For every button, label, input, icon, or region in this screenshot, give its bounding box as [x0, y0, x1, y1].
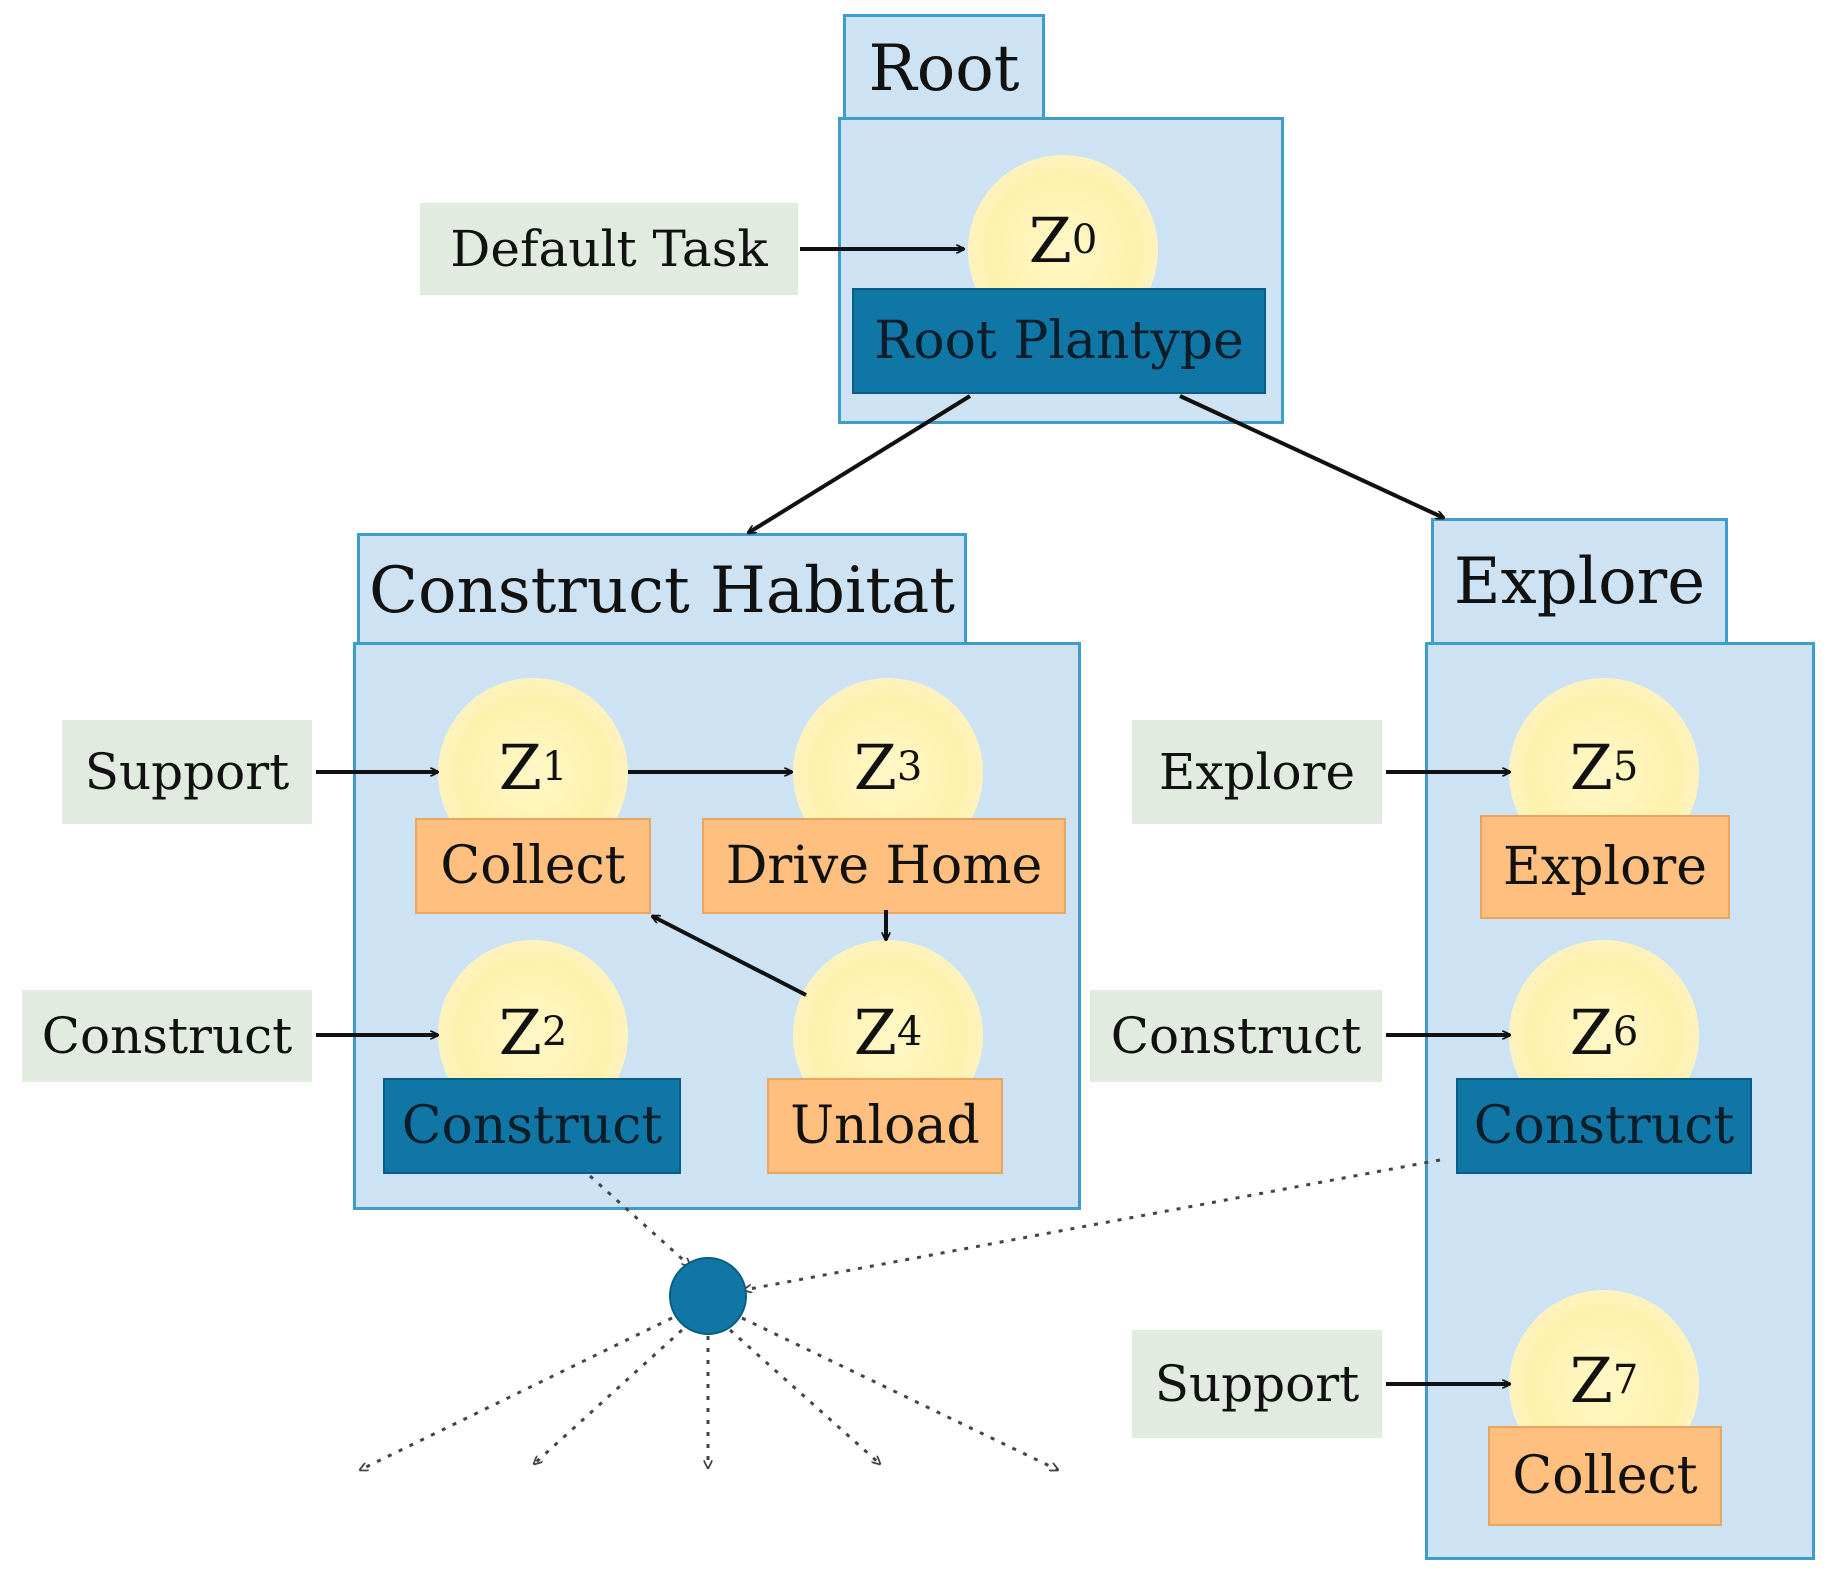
task-support-left: Support: [62, 720, 312, 824]
dotted-fanout-5: [741, 1316, 1058, 1470]
task-construct-left: Construct: [22, 990, 312, 1082]
task-label: Support: [84, 743, 290, 801]
task-construct-right: Construct: [1090, 990, 1382, 1082]
dotted-fanout-4: [729, 1328, 880, 1464]
plantype-box-z6: Construct: [1456, 1078, 1752, 1174]
behaviour-box-z4: Unload: [767, 1078, 1003, 1174]
behaviour-box-z3: Drive Home: [702, 818, 1066, 914]
plan-title-construct-habitat: Construct Habitat: [369, 553, 955, 628]
task-explore-right: Explore: [1132, 720, 1382, 824]
task-default-task: Default Task: [420, 203, 798, 295]
behaviour-box-z1: Collect: [415, 818, 651, 914]
task-label: Default Task: [450, 220, 768, 278]
plan-tab-explore: Explore: [1431, 518, 1728, 642]
sync-node: [669, 1257, 747, 1335]
plan-title-explore: Explore: [1453, 544, 1706, 619]
refinement-root-construct-habitat: [748, 394, 972, 535]
dotted-fanout-2: [534, 1328, 684, 1464]
task-support-right: Support: [1132, 1330, 1382, 1438]
plantype-box-z2: Construct: [383, 1078, 681, 1174]
behaviour-box-z5: Explore: [1480, 815, 1730, 919]
behaviour-box-z7: Collect: [1488, 1426, 1722, 1526]
task-label: Support: [1154, 1355, 1360, 1413]
plan-title-root: Root: [868, 31, 1020, 106]
refinement-root-explore: [1179, 394, 1444, 520]
task-label: Explore: [1158, 743, 1356, 801]
plan-tab-construct-habitat: Construct Habitat: [357, 533, 967, 645]
plantype-box-z0: Root Plantype: [852, 288, 1266, 394]
task-label: Construct: [41, 1007, 293, 1065]
plan-tab-root: Root: [843, 14, 1045, 120]
dotted-fanout-1: [360, 1316, 673, 1470]
dotted-link-z2-sync: [588, 1174, 690, 1266]
task-label: Construct: [1110, 1007, 1362, 1065]
dotted-link-z6-sync: [744, 1158, 1441, 1290]
transition-z4-z1: [652, 914, 807, 997]
